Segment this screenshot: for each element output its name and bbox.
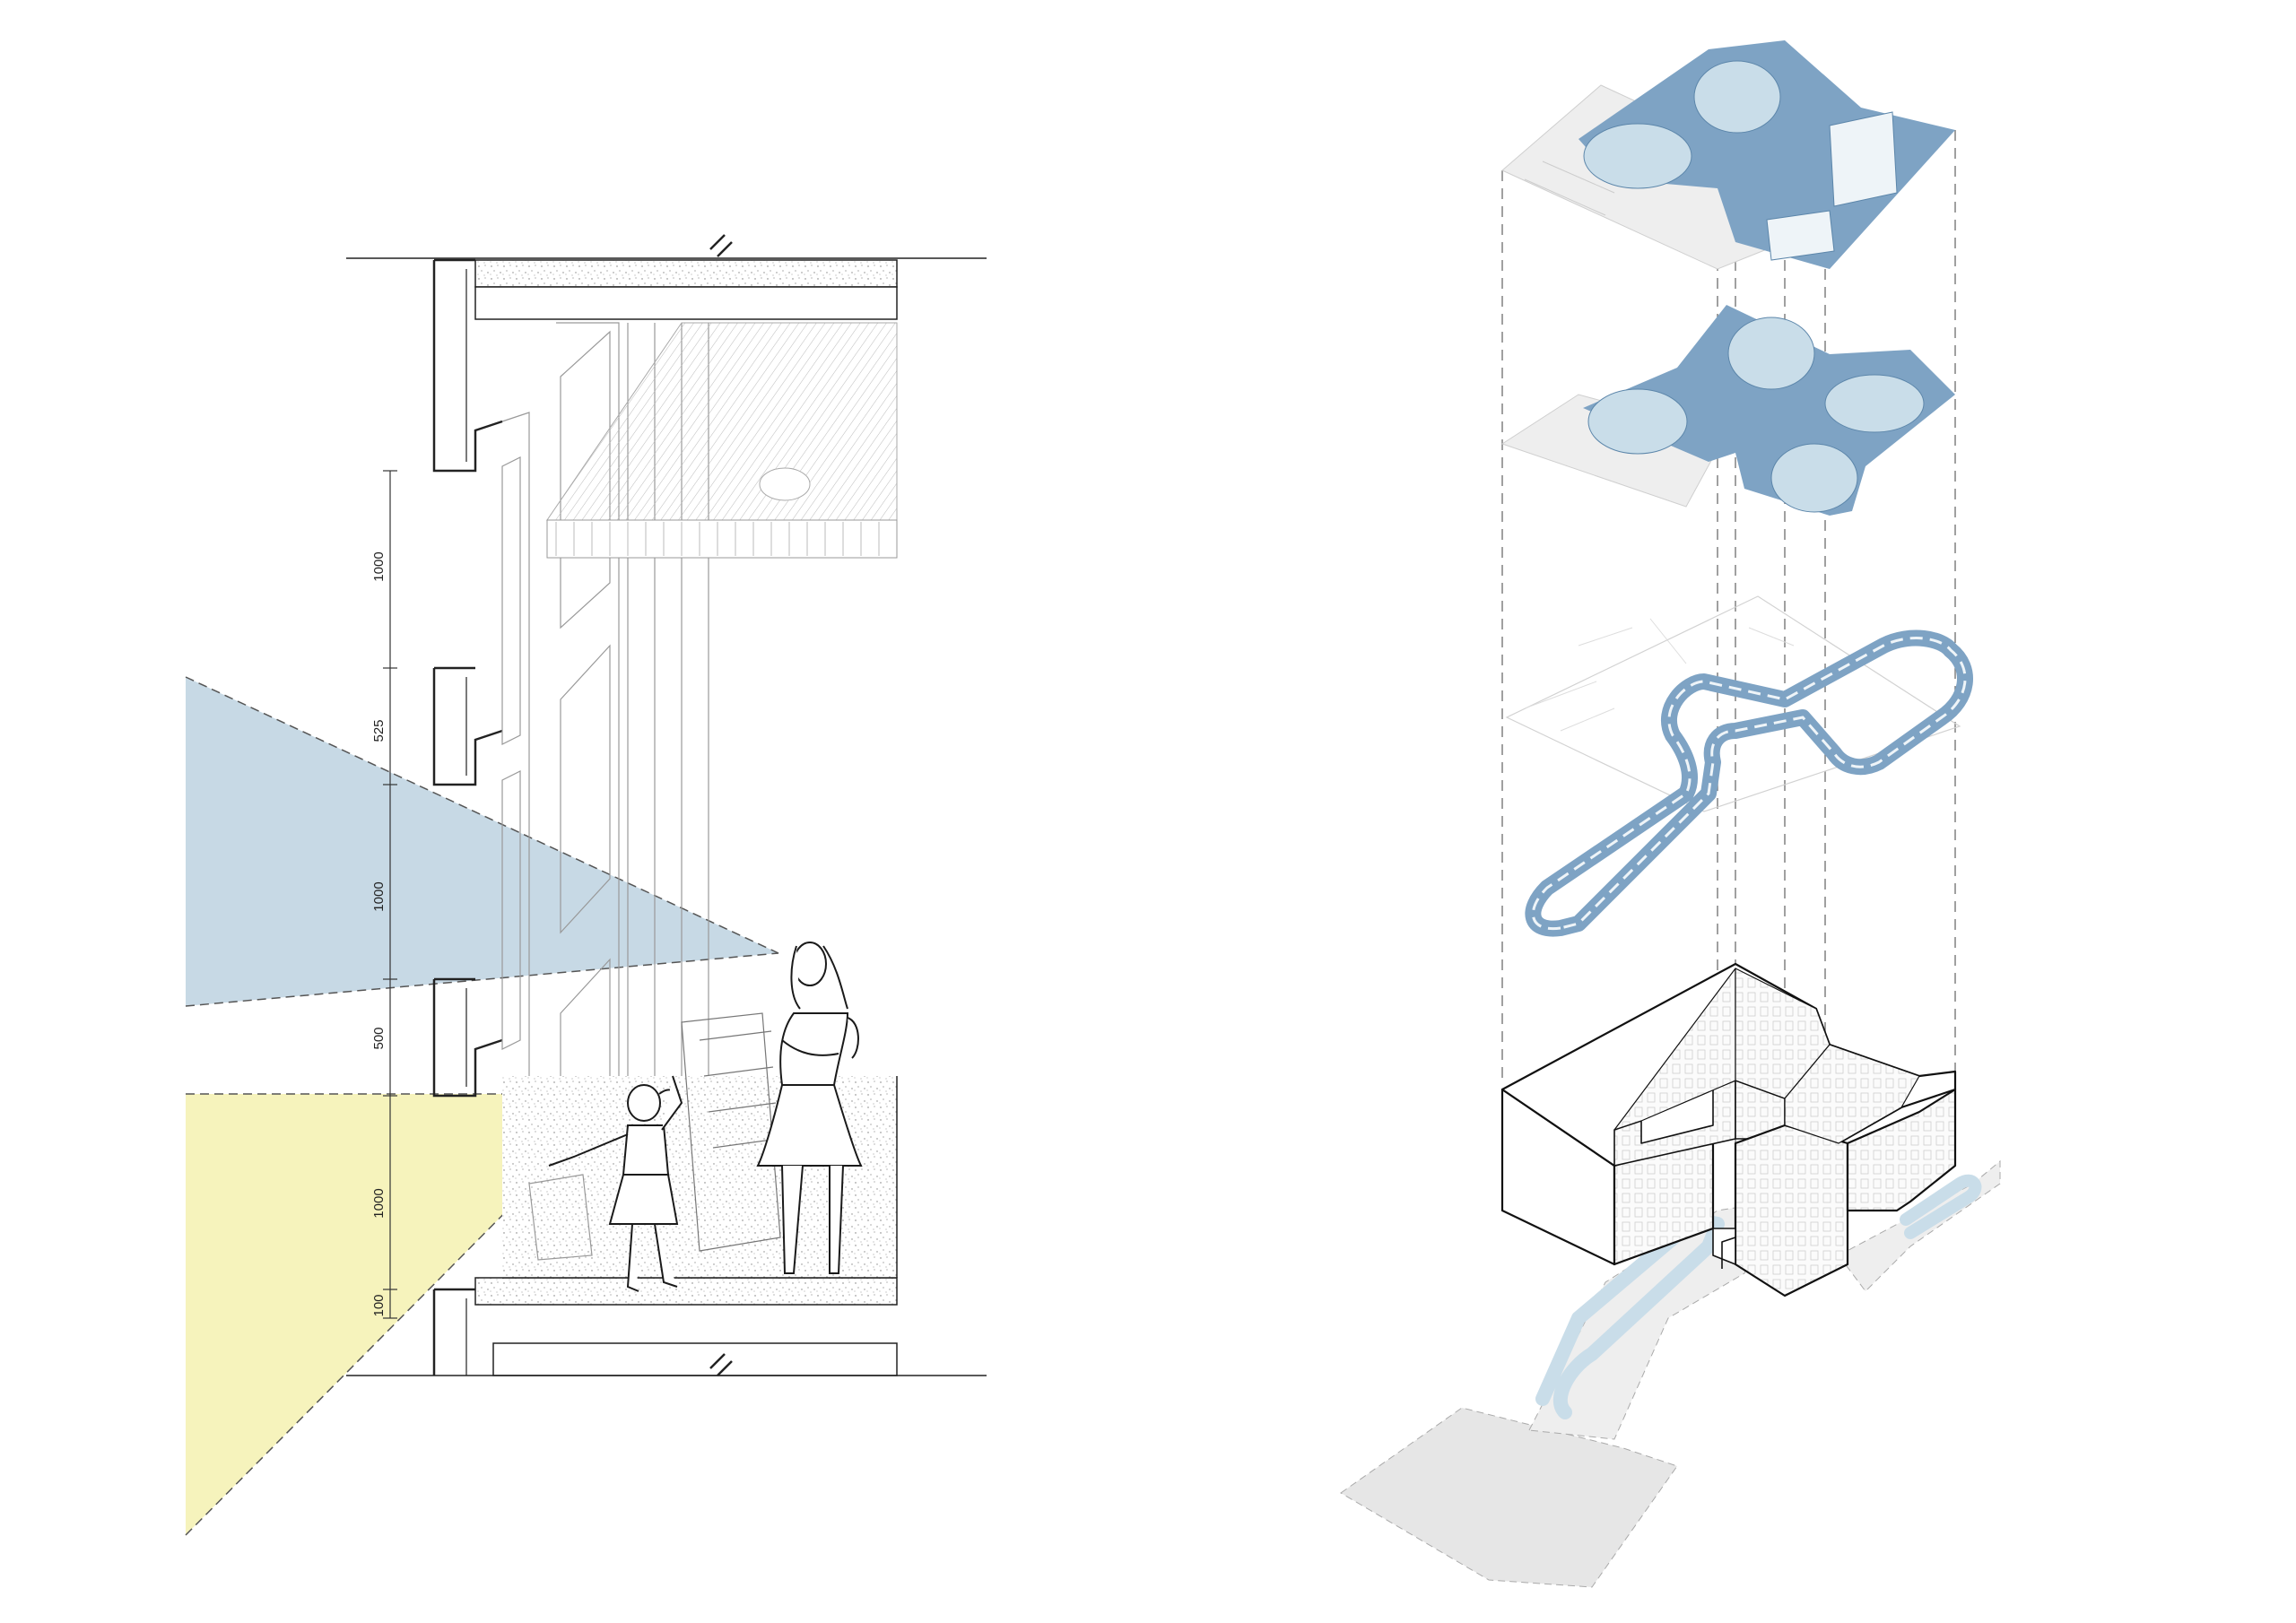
plan-void [1583,123,1692,189]
dimension-label: 525 [371,719,387,742]
section-drawing: 1000 525 1000 500 1000 100 [185,234,987,1536]
second-plan-level [1500,305,1955,516]
dimension-chain: 1000 525 1000 500 1000 100 [371,470,397,1319]
dimension-label: 1000 [371,881,387,911]
facade-profile [432,258,503,1376]
plan-void [1770,443,1858,513]
dimension-label: 500 [371,1027,387,1049]
balcony-bays [501,322,709,1255]
exploded-axonometric [1340,40,2001,1588]
dimension-label: 1000 [371,551,387,581]
building-volume [1500,962,1957,1298]
dimension-label: 100 [371,1294,387,1316]
running-track [1525,629,1973,937]
plan-void [1824,374,1925,433]
child-figure [548,1075,683,1292]
ground-level [1340,1159,2001,1588]
plan-void [1587,388,1688,455]
ground-path [1535,1212,1725,1419]
top-plan-level [1501,40,1955,270]
plan-void [1693,60,1781,134]
track-level [1505,595,1973,937]
upper-view-cone [186,677,778,1006]
awning [546,322,898,559]
upper-slab [346,234,987,320]
laundry-rack [528,1012,781,1261]
dimension-label: 1000 [371,1188,387,1218]
lower-slab [346,1277,987,1376]
plan-void [1727,317,1815,390]
woman-figure [756,942,863,1274]
site-ground [1340,1407,1678,1588]
